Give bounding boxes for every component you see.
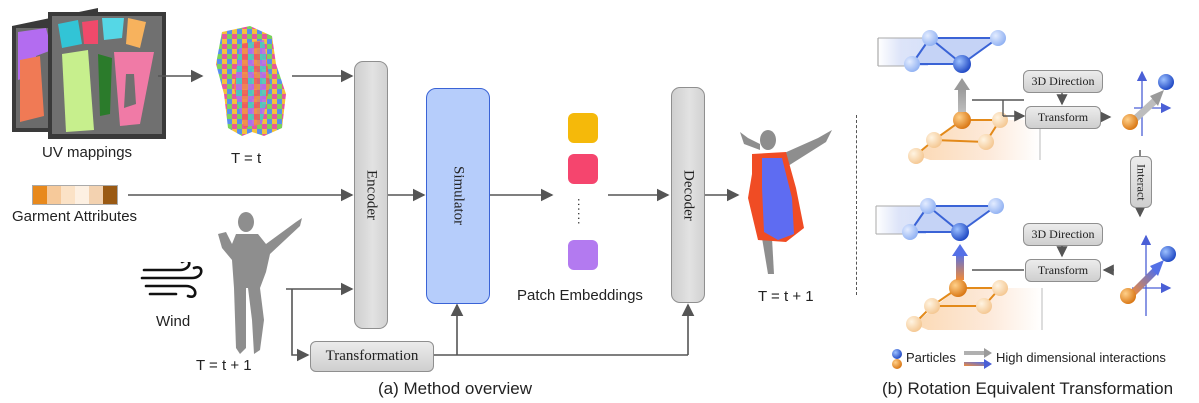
- time-t1-output-label: T = t + 1: [758, 288, 814, 305]
- attribute-swatch: [47, 186, 61, 204]
- particle-blue: [1160, 246, 1176, 262]
- bottom-blue-patch: [875, 205, 1000, 235]
- time-t-label: T = t: [231, 150, 262, 167]
- patch-embedding-3: [568, 240, 598, 270]
- particle-light-blue: [902, 224, 918, 240]
- legend-particle-blue: [892, 349, 902, 359]
- wind-label: Wind: [156, 313, 191, 330]
- particle-orange: [1120, 288, 1136, 304]
- particle-orange: [953, 111, 971, 129]
- particle-light-blue: [988, 198, 1004, 214]
- particle-light-blue: [990, 30, 1006, 46]
- particle-orange: [949, 279, 967, 297]
- overview-caption: (a) Method overview: [378, 379, 533, 398]
- particle-light-orange: [978, 134, 994, 150]
- garment-attributes-label: Garment Attributes: [12, 208, 138, 225]
- direction-box-bottom: 3D Direction: [1023, 223, 1103, 246]
- particle-light-orange: [906, 316, 922, 332]
- particle-light-blue: [904, 56, 920, 72]
- garment-attributes-bar: [32, 185, 118, 205]
- particle-orange: [1122, 114, 1138, 130]
- particle-light-orange: [976, 298, 992, 314]
- wind-icon: [140, 262, 203, 298]
- time-t1-body-label: T = t + 1: [196, 357, 252, 374]
- simulator-block: Simulator: [426, 88, 490, 304]
- uv-mapping-images: [12, 8, 166, 139]
- ret-caption: (b) Rotation Equivalent Transformation: [882, 379, 1174, 398]
- garment-patches-image: [216, 26, 286, 136]
- patch-embeddings-label: Patch Embeddings: [517, 287, 643, 304]
- decoder-label: Decoder: [680, 169, 697, 221]
- transformation-label: Transformation: [325, 348, 419, 364]
- particle-light-blue: [920, 198, 936, 214]
- particle-light-orange: [992, 280, 1008, 296]
- section-divider: [856, 115, 857, 295]
- legend-particle-orange: [892, 359, 902, 369]
- transform-box-bottom: Transform: [1025, 259, 1101, 282]
- attribute-swatch: [75, 186, 89, 204]
- uv-mappings-label: UV mappings: [42, 144, 133, 161]
- particle-light-orange: [908, 148, 924, 164]
- patch-embedding-2: [568, 154, 598, 184]
- decoder-block: Decoder: [671, 87, 705, 303]
- particle-light-orange: [992, 112, 1008, 128]
- attribute-swatch: [103, 186, 117, 204]
- encoder-label: Encoder: [363, 170, 380, 220]
- encoder-block: Encoder: [354, 61, 388, 329]
- patch-embedding-1: [568, 113, 598, 143]
- direction-box-top: 3D Direction: [1023, 70, 1103, 93]
- output-garment-image: [740, 130, 832, 274]
- particle-light-orange: [924, 298, 940, 314]
- particle-blue: [951, 223, 969, 241]
- legend-color-arrow: [964, 362, 984, 366]
- interact-box: Interact: [1130, 156, 1152, 208]
- embedding-ellipsis: ......: [575, 198, 590, 226]
- top-blue-patch: [877, 37, 1002, 67]
- body-figure-image: [218, 212, 302, 354]
- legend-particles-label: Particles: [906, 350, 956, 365]
- legend-gray-arrow: [964, 351, 984, 355]
- particle-blue: [953, 55, 971, 73]
- particle-blue: [1158, 74, 1174, 90]
- transformation-block: Transformation: [310, 341, 434, 372]
- legend-interactions-label: High dimensional interactions: [996, 350, 1166, 365]
- attribute-swatch: [89, 186, 103, 204]
- transform-box-top: Transform: [1025, 106, 1101, 129]
- simulator-label: Simulator: [450, 166, 467, 226]
- particle-light-orange: [926, 132, 942, 148]
- attribute-swatch: [61, 186, 75, 204]
- attribute-swatch: [33, 186, 47, 204]
- particle-light-blue: [922, 30, 938, 46]
